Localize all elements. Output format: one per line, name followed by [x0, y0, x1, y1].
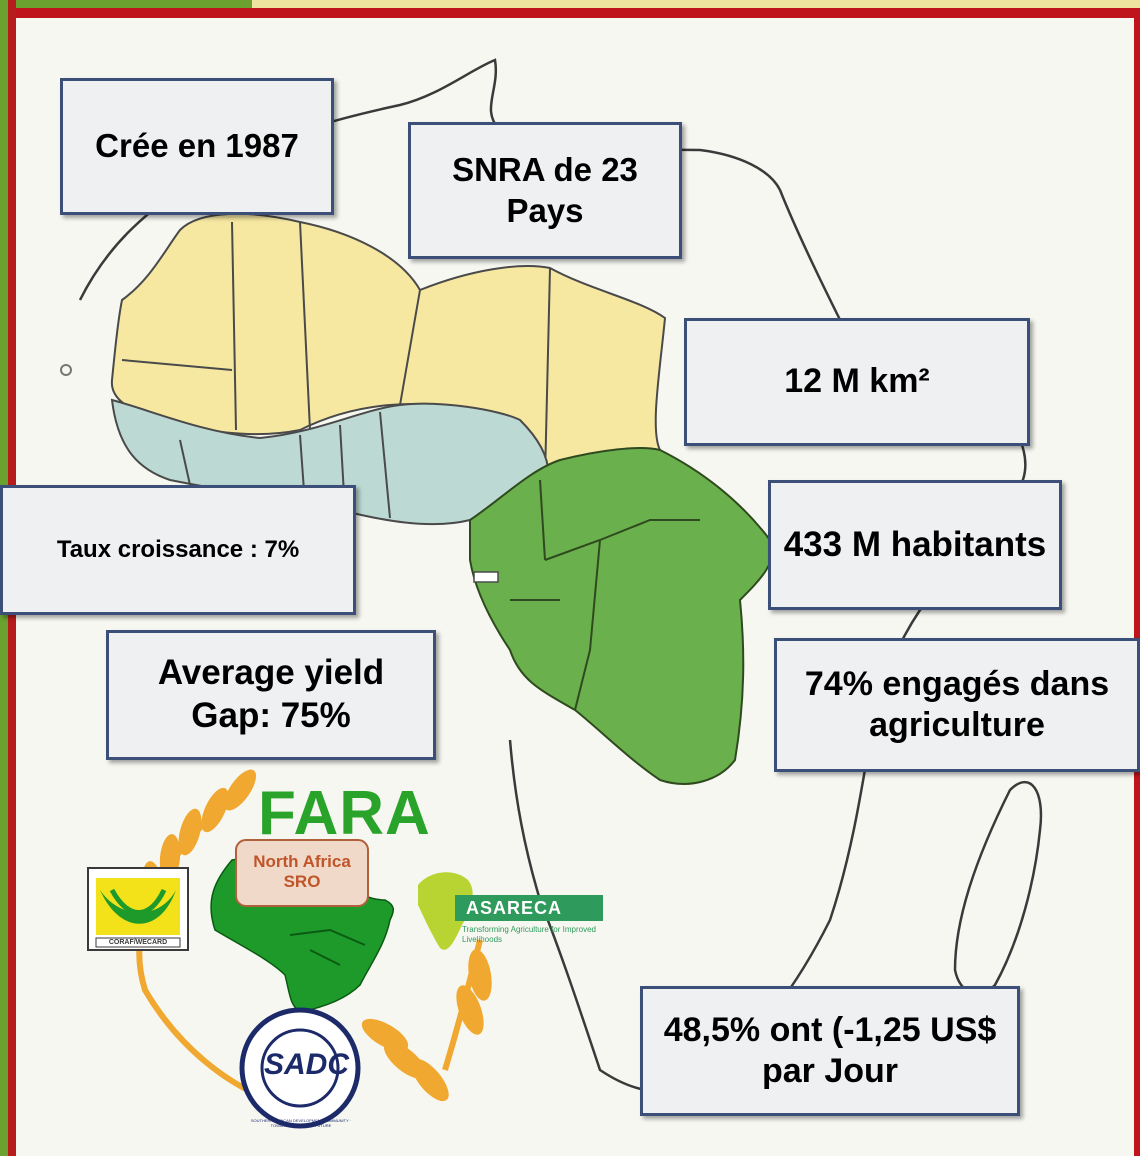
frame-top-green — [0, 0, 252, 8]
north-africa-sro-text: North Africa SRO — [253, 852, 351, 891]
fara-logo-text: FARA — [258, 779, 431, 848]
madagascar-outline — [953, 781, 1043, 995]
asareca-logo-icon — [418, 872, 603, 950]
callout-poverty: 48,5% ont (-1,25 US$ par Jour — [640, 986, 1020, 1116]
frame-right-red — [1134, 8, 1140, 1156]
north-africa-sro-badge — [235, 839, 369, 907]
region-central — [469, 447, 774, 785]
asareca-text: ASARECA — [466, 898, 563, 918]
callout-population: 433 M habitants — [768, 480, 1062, 610]
asareca-tagline: Transforming Agriculture for Improved Li… — [462, 925, 596, 944]
callout-yield-gap: Average yield Gap: 75% — [106, 630, 436, 760]
callout-growth: Taux croissance : 7% — [0, 485, 356, 615]
frame-top-gold — [252, 0, 1140, 8]
callout-agriculture: 74% engagés dans agriculture — [774, 638, 1140, 772]
sadc-text: SADC — [264, 1048, 350, 1081]
coraf-text: CORAF/WECARD — [108, 939, 168, 946]
fara-logo — [87, 769, 603, 1129]
callout-created: Crée en 1987 — [60, 78, 334, 215]
island-speck — [60, 364, 72, 376]
enclave-marker — [473, 571, 499, 583]
frame-top-red — [0, 8, 1140, 18]
sadc-ring-text: SOUTHERN AFRICAN DEVELOPMENT COMMUNITY ·… — [250, 1118, 352, 1128]
callout-area: 12 M km² — [684, 318, 1030, 446]
callout-snra: SNRA de 23 Pays — [408, 122, 682, 259]
